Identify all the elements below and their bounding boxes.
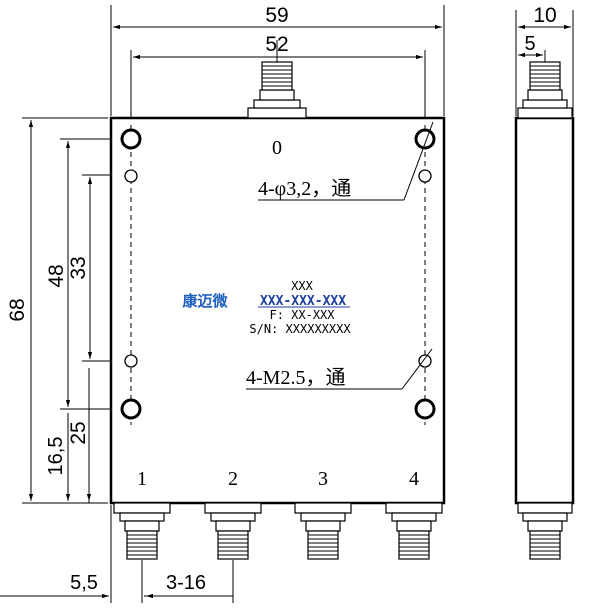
- port-label-1: 1: [137, 468, 147, 490]
- threaded-hole-upper-left: [124, 169, 138, 183]
- through-hole-bottom-right: [414, 398, 436, 420]
- device-body-side: [514, 116, 575, 505]
- dimension-bottom-offset: 16,5: [45, 413, 71, 501]
- label-serial: S/N: XXXXXXXXX: [249, 322, 351, 336]
- dim-label-33: 33: [67, 256, 90, 279]
- dimension-side-connector-offset: 5: [518, 33, 546, 62]
- through-hole-bottom-left: [120, 398, 142, 420]
- port-label-input: 0: [272, 137, 282, 159]
- leader-through-holes: 4-φ3,2，通: [258, 121, 434, 201]
- label-top-line: XXX: [291, 279, 313, 293]
- leader-threaded-holes: 4-M2.5，通: [246, 348, 433, 390]
- dimension-inner-hole-spacing-height: 33: [67, 174, 124, 362]
- sma-connector-side-bottom: [517, 502, 573, 560]
- sma-connector-input: [247, 40, 307, 119]
- dim-label-48: 48: [45, 264, 68, 287]
- dimension-overall-width: 59: [110, 4, 445, 116]
- port-label-2: 2: [228, 468, 238, 490]
- dimension-port-row-offset: 25: [67, 368, 92, 503]
- through-hole-top-right: [414, 128, 436, 150]
- dim-label-3-16: 3-16: [166, 572, 206, 594]
- note-through-holes: 4-φ3,2，通: [258, 177, 351, 200]
- dim-label-25: 25: [67, 421, 90, 444]
- dimension-left-port-offset: 5,5: [0, 505, 233, 603]
- sma-connector-side-top: [517, 61, 573, 119]
- sma-connector-port-2: [204, 502, 262, 560]
- dimension-overall-height: 68: [6, 117, 108, 504]
- dim-label-68: 68: [6, 298, 29, 321]
- sma-connector-port-3: [294, 502, 352, 560]
- brand-logo-text: 康迈微: [182, 292, 228, 310]
- sma-connector-port-1: [113, 502, 171, 560]
- label-model: XXX-XXX-XXX: [260, 294, 346, 309]
- label-frequency: F: XX-XXX: [269, 308, 335, 322]
- threaded-hole-lower-right: [418, 354, 432, 368]
- threaded-hole-upper-right: [418, 169, 432, 183]
- dimension-port-pitch: 3-16: [146, 560, 234, 603]
- product-label: XXX 康迈微 XXX-XXX-XXX F: XX-XXX S/N: XXXXX…: [182, 279, 351, 336]
- sma-connector-port-4: [385, 502, 443, 560]
- through-hole-top-left: [120, 128, 142, 150]
- port-label-3: 3: [318, 468, 328, 490]
- device-body-front: [109, 116, 446, 505]
- dim-label-10: 10: [533, 4, 556, 27]
- note-threaded-holes: 4-M2.5，通: [246, 366, 345, 389]
- port-label-4: 4: [409, 468, 419, 490]
- dim-label-59: 59: [265, 4, 288, 27]
- dim-label-5: 5: [524, 33, 535, 55]
- threaded-hole-lower-left: [124, 354, 138, 368]
- dimension-side-width: 10: [515, 4, 574, 116]
- dim-label-5-5: 5,5: [70, 572, 98, 594]
- dim-label-16-5: 16,5: [45, 437, 67, 476]
